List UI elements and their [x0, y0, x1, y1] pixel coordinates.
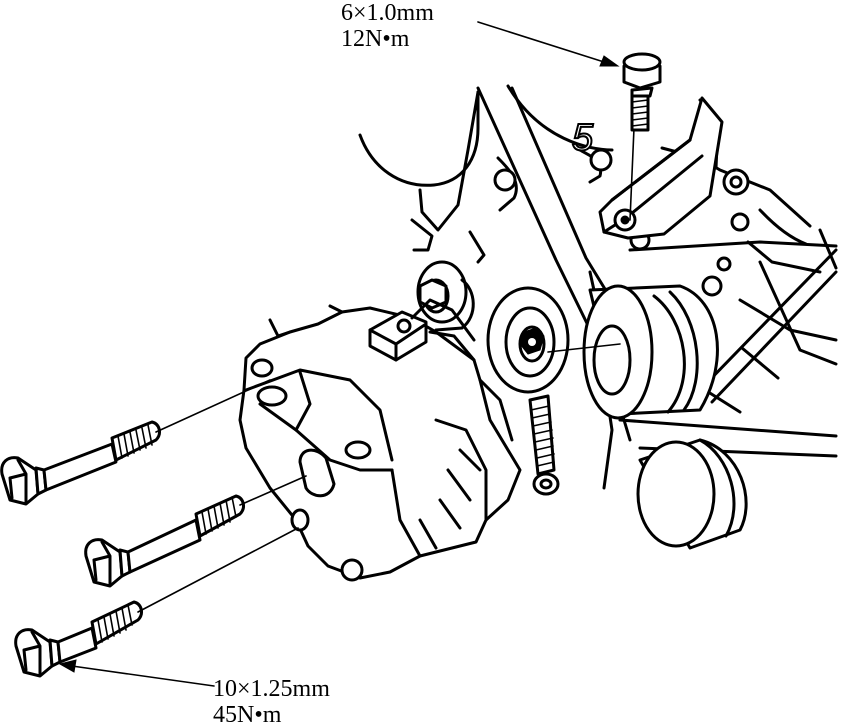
bottom-bolt-spec: 10×1.25mm — [213, 676, 330, 702]
mount-bolt-1 — [0, 420, 161, 506]
top-bolt-spec: 6×1.0mm — [341, 0, 434, 26]
leader-arrows — [58, 21, 620, 687]
bottom-bolt-callout: 10×1.25mm 45N•m — [213, 676, 330, 728]
cover-engraving: 5 — [572, 117, 594, 159]
upper-bracket — [598, 96, 724, 240]
alignment-lines — [137, 343, 621, 613]
idler-pulley — [416, 260, 475, 332]
mount-bolt-3 — [14, 600, 143, 678]
top-bolt-callout: 6×1.0mm 12N•m — [341, 0, 434, 52]
top-bolt — [622, 52, 662, 132]
engine-mount-bracket — [238, 298, 522, 582]
lower-idler-pulley — [636, 438, 748, 550]
mount-bolt-2 — [84, 494, 245, 588]
bottom-bolt-torque: 45N•m — [213, 702, 282, 728]
water-pump-pulley — [582, 284, 719, 420]
tensioner-pulley — [486, 286, 570, 394]
tensioner-spring — [528, 394, 560, 496]
top-bolt-torque: 12N•m — [341, 26, 410, 52]
